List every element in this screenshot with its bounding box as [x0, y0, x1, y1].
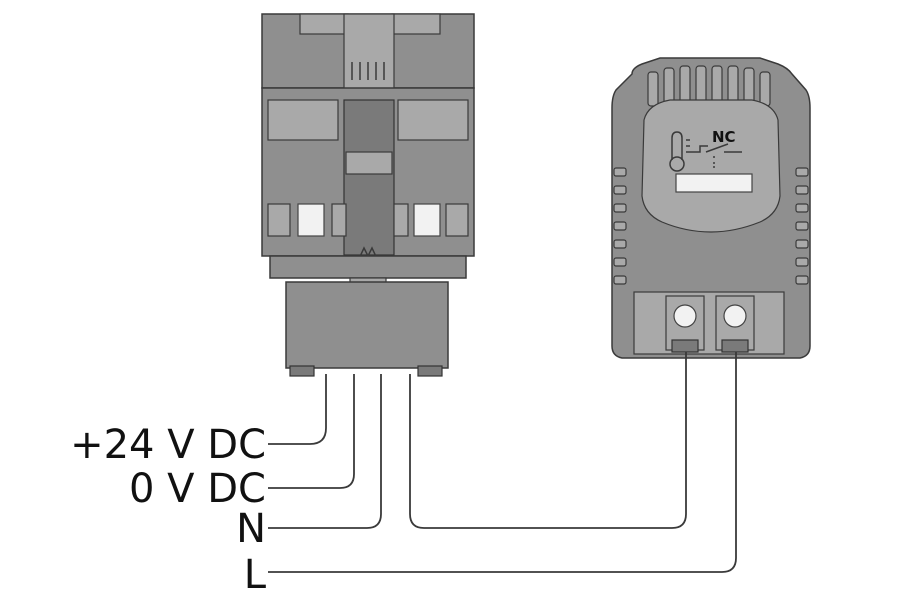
thermostat-terminal-left — [665, 295, 705, 353]
wire-24v — [268, 374, 327, 445]
thermostat-face — [641, 99, 781, 233]
fan-top-tab-left — [299, 13, 349, 35]
fan-vent-ticks — [351, 62, 385, 80]
thermometer-icon — [669, 131, 690, 172]
terminal-labels: +24 V DC 0 V DC N L — [70, 422, 267, 598]
wire-l — [268, 352, 737, 573]
fan-panel-right — [397, 99, 469, 141]
fan-bottom-clips — [267, 203, 469, 237]
label-l: L — [244, 552, 267, 598]
wire-fan-to-thermostat — [409, 352, 687, 529]
nc-contact-label: NC — [712, 128, 736, 146]
thermostat-terminal-right — [715, 295, 755, 353]
fan-top-tab-right — [391, 13, 441, 35]
thermostat-unit: NC — [611, 57, 811, 359]
fan-unit — [261, 13, 475, 377]
fan-panel-left — [267, 99, 339, 141]
fan-center-latch — [345, 151, 393, 175]
nc-switch-symbol — [690, 143, 742, 168]
fan-foot-left — [289, 365, 315, 377]
fan-neck — [269, 255, 467, 279]
fan-center-channel — [343, 99, 395, 256]
label-0v-dc: 0 V DC — [129, 466, 266, 512]
fan-center-rib — [343, 13, 395, 101]
thermostat-side-ribs — [613, 167, 809, 285]
wire-0v — [268, 374, 355, 489]
fan-connector-block — [285, 281, 449, 369]
label-n: N — [236, 506, 266, 552]
thermostat-window — [675, 173, 753, 193]
wire-n — [268, 374, 382, 529]
label-24v-dc: +24 V DC — [70, 422, 266, 468]
fan-foot-right — [417, 365, 443, 377]
wires — [268, 352, 737, 573]
thermostat-terminal-block — [633, 291, 785, 355]
